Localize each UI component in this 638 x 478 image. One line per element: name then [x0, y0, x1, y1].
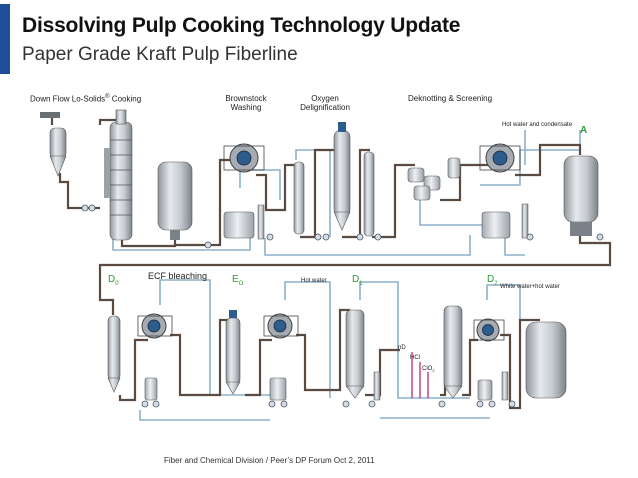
bleached-storage-tower	[525, 321, 567, 399]
brownstock-filtrate-tank	[223, 211, 255, 239]
brownstock-washer	[223, 143, 265, 173]
stage-d0-label: D0	[108, 274, 119, 287]
d1-standpipe	[373, 371, 381, 401]
eo-washer	[263, 313, 299, 339]
d2-bleach-tower	[443, 305, 463, 399]
cooking-label: Down Flow Lo-Solids® Cooking	[30, 94, 142, 104]
knotting-screening-label: Deknotting & Screening	[408, 94, 493, 103]
knotter-screen-group	[407, 157, 461, 201]
unbleached-storage-tower	[563, 155, 599, 236]
slide-subtitle: Paper Grade Kraft Pulp Fiberline	[22, 44, 298, 65]
blow-tank	[157, 161, 193, 240]
chemical-hcl-label: HCl	[410, 355, 420, 361]
pump-symbols	[81, 204, 604, 408]
top-pulp-line	[40, 113, 612, 315]
footer-citation: Fiber and Chemical Division / Peer’s DP …	[164, 456, 375, 465]
d2-washer	[473, 318, 505, 342]
chemical-nd-label: nD	[398, 345, 406, 351]
ecf-bleaching-label: ECF bleaching	[148, 271, 208, 281]
oxygen-mixer-vessel	[293, 161, 305, 235]
stage-d2-label: D2	[487, 274, 498, 287]
decker-washer	[479, 143, 521, 173]
d0-filtrate-tank	[144, 377, 158, 401]
d2-standpipe	[501, 371, 509, 401]
oxygen-blow-tank	[363, 151, 375, 237]
d2-filtrate-tank	[477, 379, 493, 401]
bottom-water-lines	[139, 279, 521, 421]
hot-water-label: Hot water	[301, 278, 327, 284]
chemical-dosing-lines	[411, 352, 429, 398]
eo-reactor	[225, 310, 241, 395]
d1-bleach-tower	[345, 309, 365, 399]
d0-bleach-tower	[107, 315, 121, 393]
eo-filtrate-tank	[269, 377, 287, 401]
white-water-label: White water+hot water	[500, 284, 560, 290]
title-accent-bar	[0, 4, 10, 74]
stage-eo-label: EO	[232, 274, 244, 287]
slide-title: Dissolving Pulp Cooking Technology Updat…	[22, 14, 461, 37]
stage-d1-label: D1	[352, 274, 363, 287]
hot-water-condensate-label: Hot water and condensate	[502, 122, 573, 128]
connector-a-label: A	[580, 125, 588, 136]
d0-washer	[137, 313, 173, 339]
screen-standpipe	[521, 203, 529, 239]
chip-feeding-vessel	[40, 112, 67, 177]
chemical-clo2-label: ClO2	[422, 366, 435, 374]
mc-pump-standpipe	[257, 204, 265, 240]
oxygen-reactor	[333, 122, 351, 231]
screening-filtrate-tank	[481, 211, 511, 239]
continuous-digester	[104, 109, 133, 241]
